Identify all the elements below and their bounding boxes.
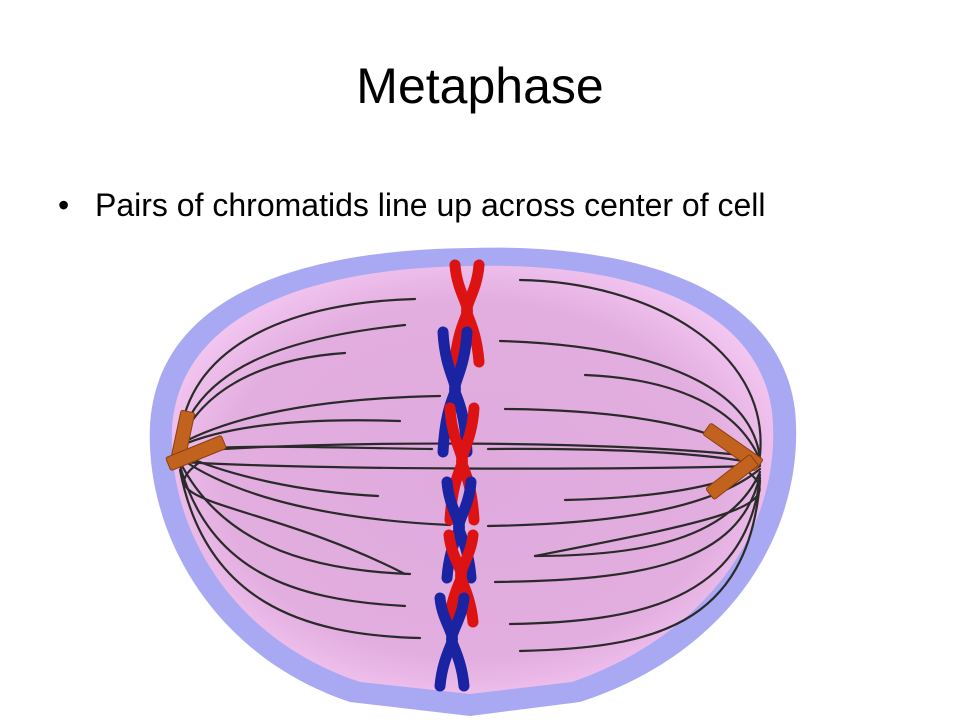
centriole-right bbox=[703, 423, 763, 500]
spindle-fiber bbox=[178, 394, 442, 446]
chromatid bbox=[449, 259, 485, 368]
chromosome bbox=[437, 326, 473, 458]
spindle-fiber bbox=[178, 456, 452, 527]
spindle-fiber bbox=[583, 373, 762, 462]
bullet-list: • Pairs of chromatids line up across cen… bbox=[58, 178, 878, 233]
chromosome bbox=[443, 529, 479, 628]
bullet-marker: • bbox=[58, 187, 70, 223]
centriole-left bbox=[165, 409, 227, 471]
chromatid bbox=[434, 592, 470, 692]
chromatid bbox=[443, 529, 479, 628]
spindle-fiber bbox=[518, 479, 762, 653]
spindle-fiber bbox=[178, 468, 422, 640]
spindle-fiber bbox=[533, 470, 762, 558]
spindle-fiber bbox=[493, 473, 762, 584]
spindle-fibers bbox=[178, 278, 762, 653]
centriole-barrel bbox=[705, 454, 759, 500]
chromosome-column bbox=[434, 259, 485, 692]
spindle-fiber bbox=[498, 339, 762, 460]
chromosome bbox=[449, 259, 485, 368]
centriole-barrel bbox=[165, 435, 227, 471]
spindle-fiber bbox=[178, 419, 402, 448]
spindle-fiber bbox=[486, 467, 762, 528]
spindle-fiber bbox=[486, 447, 762, 466]
chromatid bbox=[437, 326, 473, 458]
spindle-fiber bbox=[178, 460, 412, 576]
spindle-fiber bbox=[178, 464, 407, 608]
spindle-fiber bbox=[183, 460, 407, 576]
bullet-item: • Pairs of chromatids line up across cen… bbox=[58, 178, 878, 233]
chromosome bbox=[434, 592, 470, 692]
spindle-fiber bbox=[508, 476, 762, 626]
spindle-fiber bbox=[533, 464, 761, 558]
spindle-fiber bbox=[178, 297, 417, 440]
spindle-fiber bbox=[518, 278, 762, 457]
slide-title: Metaphase bbox=[356, 58, 604, 114]
bullet-text: Pairs of chromatids line up across cente… bbox=[95, 187, 766, 223]
